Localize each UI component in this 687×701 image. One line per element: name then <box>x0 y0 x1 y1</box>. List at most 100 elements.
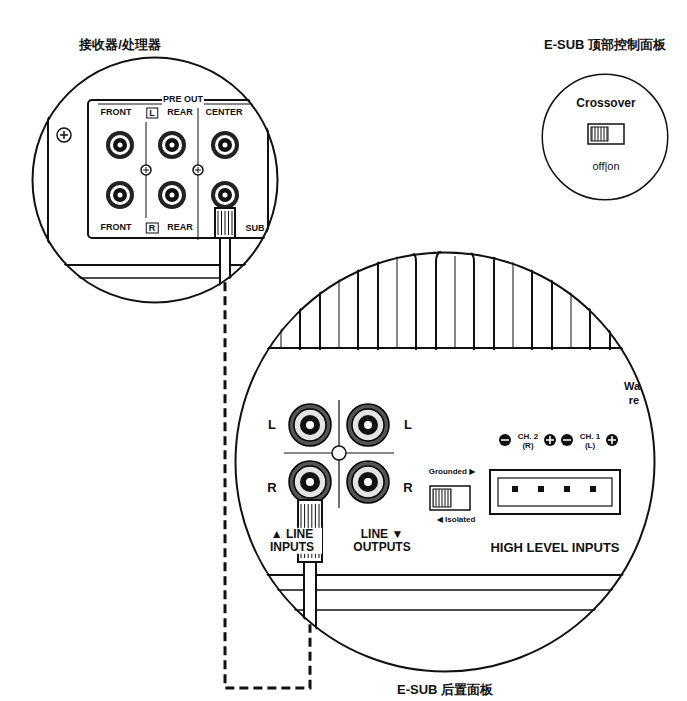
receiver-illustration-part <box>57 128 71 142</box>
callout-border <box>542 74 668 200</box>
fin-edge <box>397 256 398 348</box>
fin-edge <box>629 256 630 348</box>
receiver-illustration-part <box>141 165 151 175</box>
control-label: Crossover <box>575 97 636 110</box>
channel-label: CH. 1 (L) <box>575 433 605 451</box>
receiver-illustration-part <box>47 55 49 265</box>
plug-ridge <box>225 211 226 235</box>
receiver-illustration-part <box>158 131 186 159</box>
plug-ridge <box>301 504 302 558</box>
callout-heading: E-SUB 后置面板 <box>395 681 495 699</box>
callout-border <box>236 253 655 672</box>
jack-label: SUB <box>244 224 265 234</box>
receiver-illustration-part <box>106 131 134 159</box>
switch-slider <box>433 489 451 507</box>
callout-circle: E-SUB 后置面板 <box>234 251 656 673</box>
fin-edge <box>571 256 572 348</box>
channel-label: REAR <box>166 108 194 118</box>
channel-letter: R <box>266 481 277 495</box>
callout-circle: 接收器/处理器 <box>31 56 279 304</box>
rear-panel-illustration <box>230 248 660 673</box>
switch-slider <box>591 127 608 141</box>
receiver-illustration-part <box>106 181 134 209</box>
receiver-illustration-part <box>143 167 149 173</box>
callout-circle: E-SUB 顶部控制面板 <box>541 73 669 201</box>
polarity-symbol-part <box>501 436 616 444</box>
rear-panel-illustration-part <box>512 486 518 492</box>
receiver-illustration-part <box>211 131 239 159</box>
receiver-illustration-part <box>211 181 239 209</box>
control-panel-illustration-part <box>541 73 669 201</box>
fin-edge <box>281 256 282 348</box>
fin-edge <box>513 256 514 348</box>
channel-letter: R <box>402 481 413 495</box>
plug-ridge <box>304 504 305 558</box>
rear-panel-illustration-part <box>498 478 612 506</box>
receiver-illustration-part <box>98 104 258 105</box>
callout-outline <box>234 251 656 673</box>
rear-panel-illustration-part <box>289 404 331 446</box>
rear-panel-illustration-part <box>564 486 570 492</box>
heatsink-fin <box>610 248 648 350</box>
callout-outline <box>541 73 669 201</box>
rear-panel-illustration-part <box>230 590 660 610</box>
channel-label: CENTER <box>204 108 243 118</box>
rca-plug <box>215 208 235 238</box>
control-panel-illustration <box>541 73 669 201</box>
receiver-illustration-part <box>60 131 68 139</box>
terminal-label: HIGH LEVEL INPUTS <box>489 541 620 555</box>
plug-ridge <box>228 211 229 235</box>
callout-border <box>33 58 278 303</box>
rear-panel-illustration-part <box>538 486 544 492</box>
terminal-block <box>490 470 620 514</box>
channel-label: FRONT <box>100 108 133 118</box>
plug-ridge <box>221 211 222 235</box>
warning-text: re <box>628 394 640 406</box>
heatsink-fin <box>378 248 416 350</box>
heatsink-fins <box>262 248 648 350</box>
plug-ridge <box>232 211 233 235</box>
plug-ridges <box>301 504 319 558</box>
channel-letter: L <box>146 108 158 119</box>
receiver-illustration-part <box>195 167 201 173</box>
switch-state: off|on <box>591 160 620 172</box>
fin-edge <box>339 256 340 348</box>
jack-group-label: LINE ▼ OUTPUTS <box>347 528 417 554</box>
channel-letter: L <box>267 418 277 432</box>
channel-label: FRONT <box>100 223 133 233</box>
plug-ridge <box>308 504 309 558</box>
jack-group-label: ▲ LINE INPUTS <box>262 528 322 554</box>
plug-ridge <box>315 504 316 558</box>
heatsink-fin <box>552 248 590 350</box>
channel-letter: L <box>403 418 413 432</box>
signal-cable <box>225 282 310 688</box>
rear-panel-illustration-part <box>332 446 346 460</box>
rear-panel-illustration-part <box>230 574 660 576</box>
rca-plug <box>298 500 322 562</box>
section-label: PRE OUT <box>162 95 204 105</box>
heatsink-fin <box>494 248 532 350</box>
rear-panel-illustration-part <box>230 347 660 349</box>
heatsink-fin <box>320 248 358 350</box>
callout-outline <box>31 56 279 304</box>
heatsink-fin <box>436 248 474 350</box>
rear-panel-illustration-part <box>347 404 389 446</box>
switch-label: ◀ Isolated <box>436 516 477 525</box>
callout-heading: E-SUB 顶部控制面板 <box>542 36 668 54</box>
callout-heading: 接收器/处理器 <box>77 36 163 54</box>
channel-letter: R <box>146 223 159 234</box>
switch-label: Grounded ▶ <box>428 468 477 477</box>
channel-label: REAR <box>166 223 194 233</box>
crossover-switch <box>588 124 624 144</box>
rear-panel-illustration-part <box>590 486 596 492</box>
receiver-illustration-part <box>158 181 186 209</box>
polarity-symbol <box>499 434 618 446</box>
warning-text: Wa <box>623 380 641 392</box>
receiver-illustration-part <box>20 55 290 265</box>
plug-ridge <box>218 211 219 235</box>
